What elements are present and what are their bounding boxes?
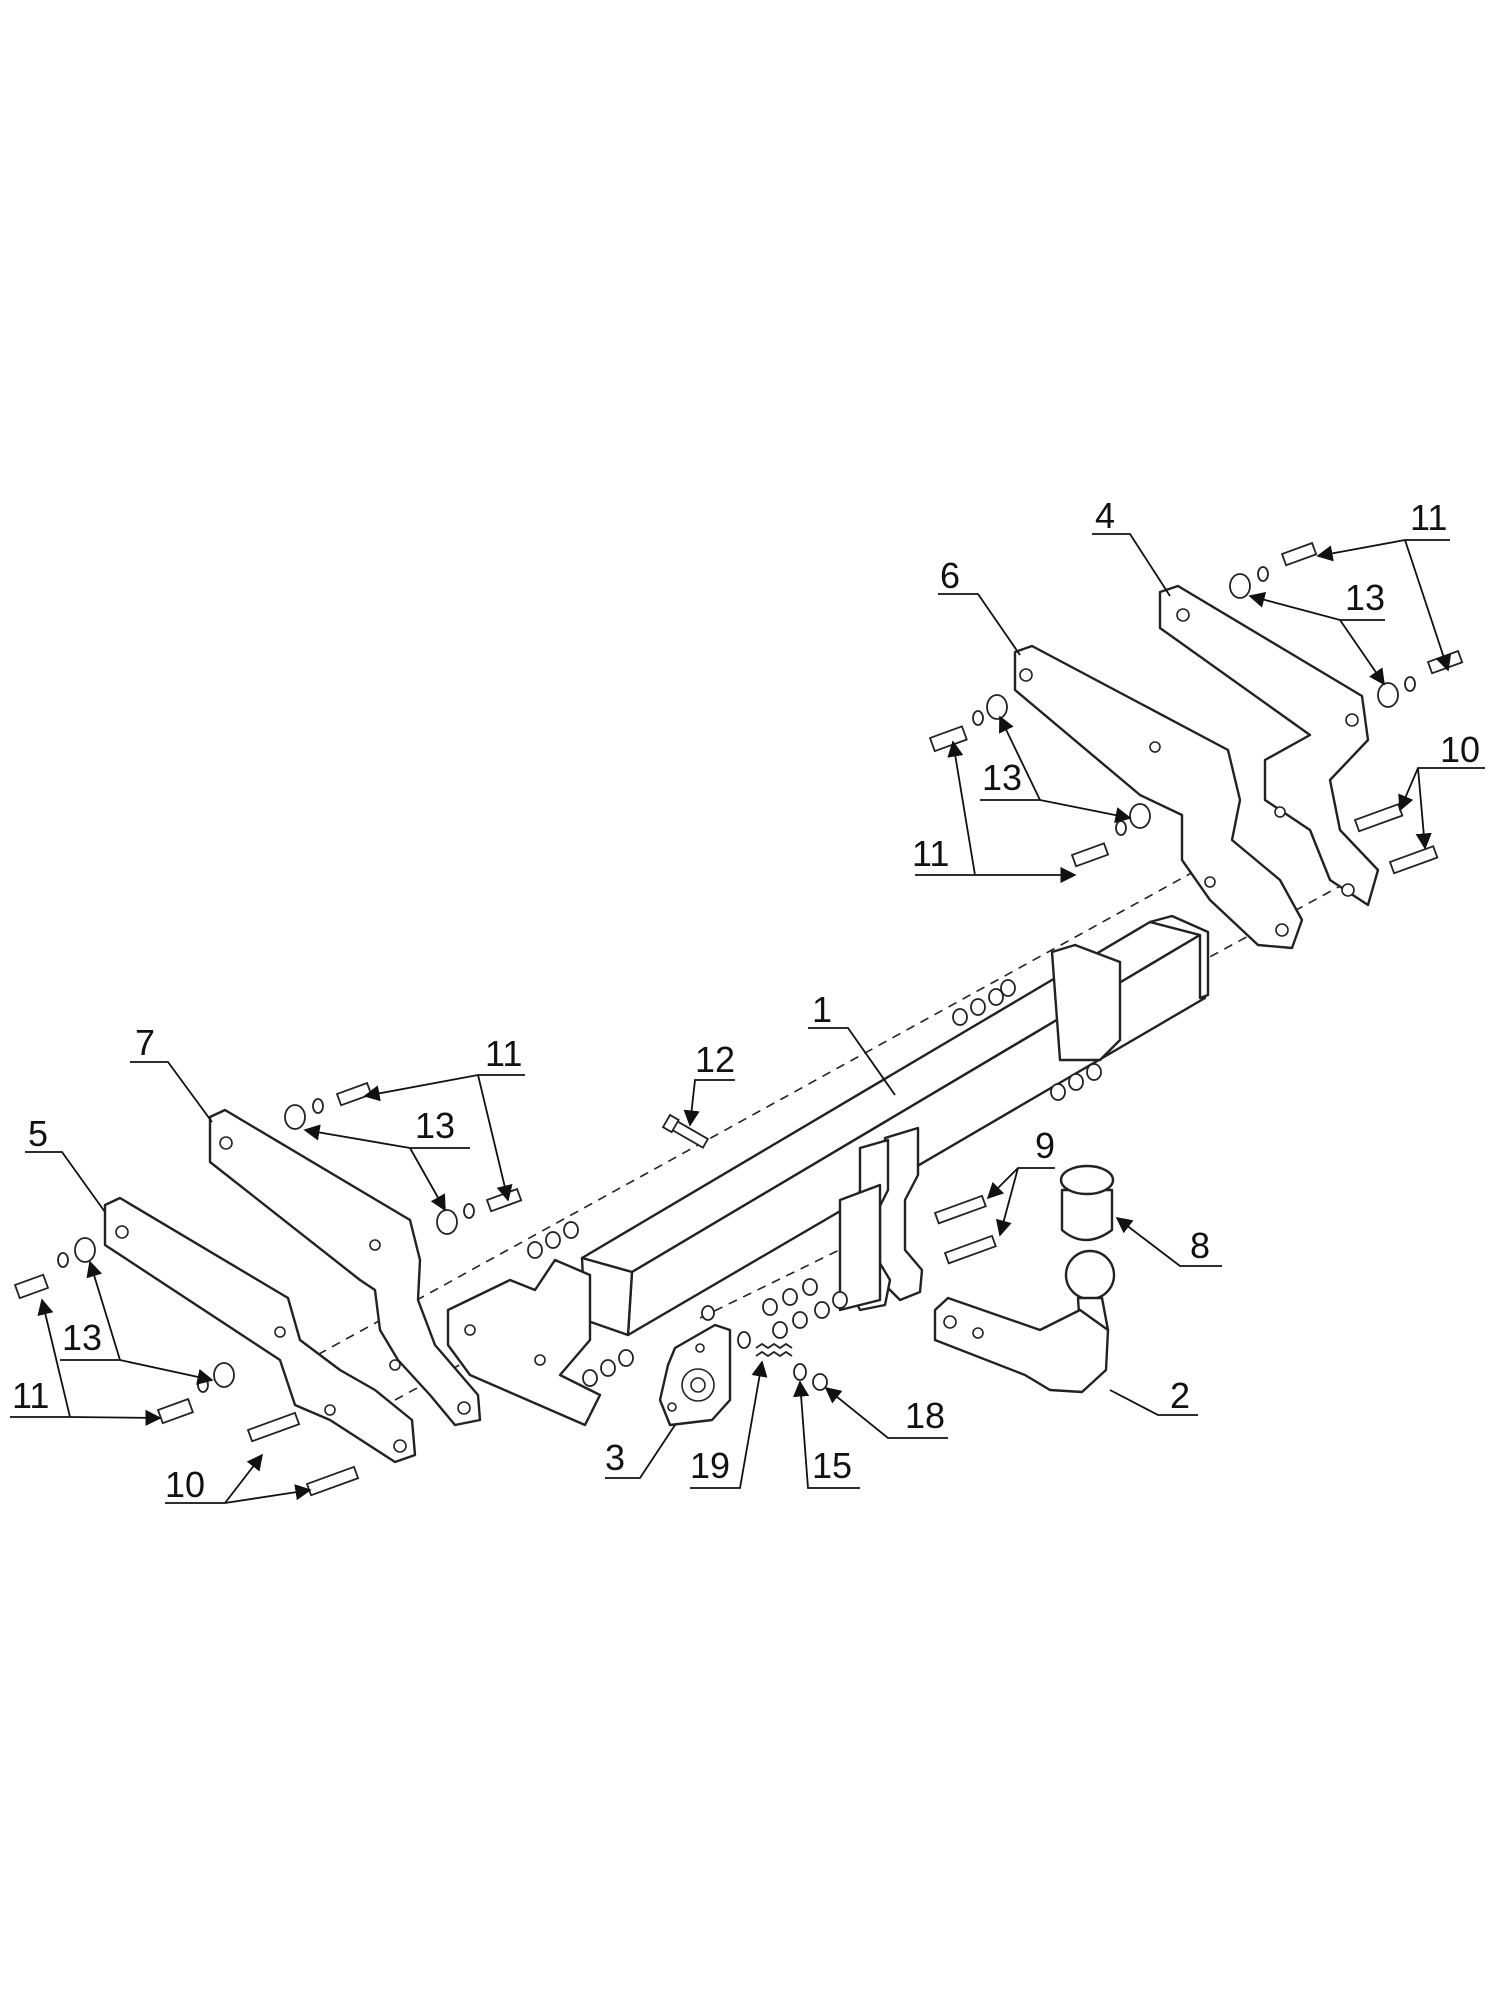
- label-5: 5: [28, 1113, 48, 1154]
- leader-18: [824, 1386, 948, 1439]
- socket-washer-left: [737, 1331, 751, 1349]
- right-front-bracket: [1013, 644, 1304, 950]
- alignment-line-front: [289, 859, 1216, 1371]
- leader-13-right-front-b: [999, 715, 1041, 801]
- leader-15: [793, 1380, 860, 1489]
- leader-10-right-b: [1415, 767, 1432, 850]
- leader-10-right: [1398, 767, 1485, 812]
- leader-11-left-upper-b: [477, 1074, 513, 1202]
- crossbar-nut-stacks: [527, 979, 1102, 1387]
- main-crossbar: [446, 914, 1210, 1427]
- leader-13-left-upper-b: [409, 1147, 446, 1212]
- label-8: 8: [1190, 1225, 1210, 1266]
- label-13-left-upper: 13: [415, 1105, 455, 1146]
- leader-11-right-front-b: [947, 740, 976, 876]
- label-6: 6: [940, 555, 960, 596]
- label-11-left-upper: 11: [485, 1033, 522, 1074]
- socket-spring: [755, 1342, 793, 1358]
- hitch-bolts: [933, 1194, 997, 1265]
- leader-5: [25, 1151, 106, 1213]
- ball-cover: [1059, 1164, 1115, 1242]
- socket-nut: [812, 1373, 828, 1391]
- leader-12: [683, 1079, 735, 1127]
- leader-9b: [995, 1167, 1019, 1237]
- label-19: 19: [690, 1445, 730, 1486]
- label-13-left-rear: 13: [62, 1317, 102, 1358]
- label-11-left-rear: 11: [12, 1375, 49, 1416]
- tow-ball-hook: [933, 1249, 1116, 1394]
- socket-bracket-washer: [701, 1305, 715, 1321]
- right-bolts-10: [1353, 803, 1439, 875]
- label-18: 18: [905, 1395, 945, 1436]
- label-11-right-upper: 11: [1410, 497, 1447, 538]
- label-10-right: 10: [1440, 729, 1480, 770]
- leader-2: [1109, 1389, 1198, 1416]
- right-rear-bracket: [1158, 584, 1380, 907]
- leader-4: [1092, 533, 1171, 597]
- leader-3: [605, 1424, 676, 1479]
- leader-8: [1115, 1217, 1222, 1267]
- socket-plate: [658, 1323, 732, 1427]
- label-1: 1: [812, 989, 832, 1030]
- leader-13-left-rear: [60, 1359, 214, 1385]
- leader-13-right-upper-b: [1339, 619, 1385, 686]
- leader-11-left-rear-b: [37, 1298, 71, 1418]
- leader-7: [130, 1061, 213, 1123]
- label-13-right-upper: 13: [1345, 577, 1385, 618]
- label-11-right-front: 11: [912, 833, 949, 874]
- label-9: 9: [1035, 1125, 1055, 1166]
- label-13-right-front: 13: [982, 757, 1022, 798]
- left-front-bracket: [208, 1108, 482, 1427]
- leader-11-right-upper: [1316, 539, 1450, 562]
- leader-10-left-b: [224, 1484, 312, 1504]
- label-4: 4: [1095, 495, 1115, 536]
- leader-13-left-rear-b: [86, 1260, 121, 1361]
- left-rear-bracket: [103, 1196, 417, 1464]
- label-10-left: 10: [165, 1464, 205, 1505]
- label-3: 3: [605, 1437, 625, 1478]
- label-7: 7: [135, 1022, 155, 1063]
- left-front-fasteners: [284, 1081, 523, 1235]
- label-2: 2: [1170, 1375, 1190, 1416]
- socket-washer: [793, 1363, 807, 1381]
- label-15: 15: [812, 1445, 852, 1486]
- leader-9: [986, 1167, 1055, 1200]
- leader-11-left-rear: [10, 1409, 162, 1426]
- leader-1: [808, 1027, 896, 1096]
- left-bolts-10: [246, 1411, 360, 1497]
- leader-6: [938, 593, 1021, 656]
- leader-11-right-upper-b: [1404, 539, 1452, 672]
- leader-13-right-front: [980, 799, 1132, 824]
- center-bolt: [661, 1113, 710, 1149]
- leader-19: [690, 1360, 768, 1489]
- label-12: 12: [695, 1039, 735, 1080]
- right-front-fasteners: [928, 694, 1151, 868]
- leader-11-left-upper: [363, 1074, 525, 1102]
